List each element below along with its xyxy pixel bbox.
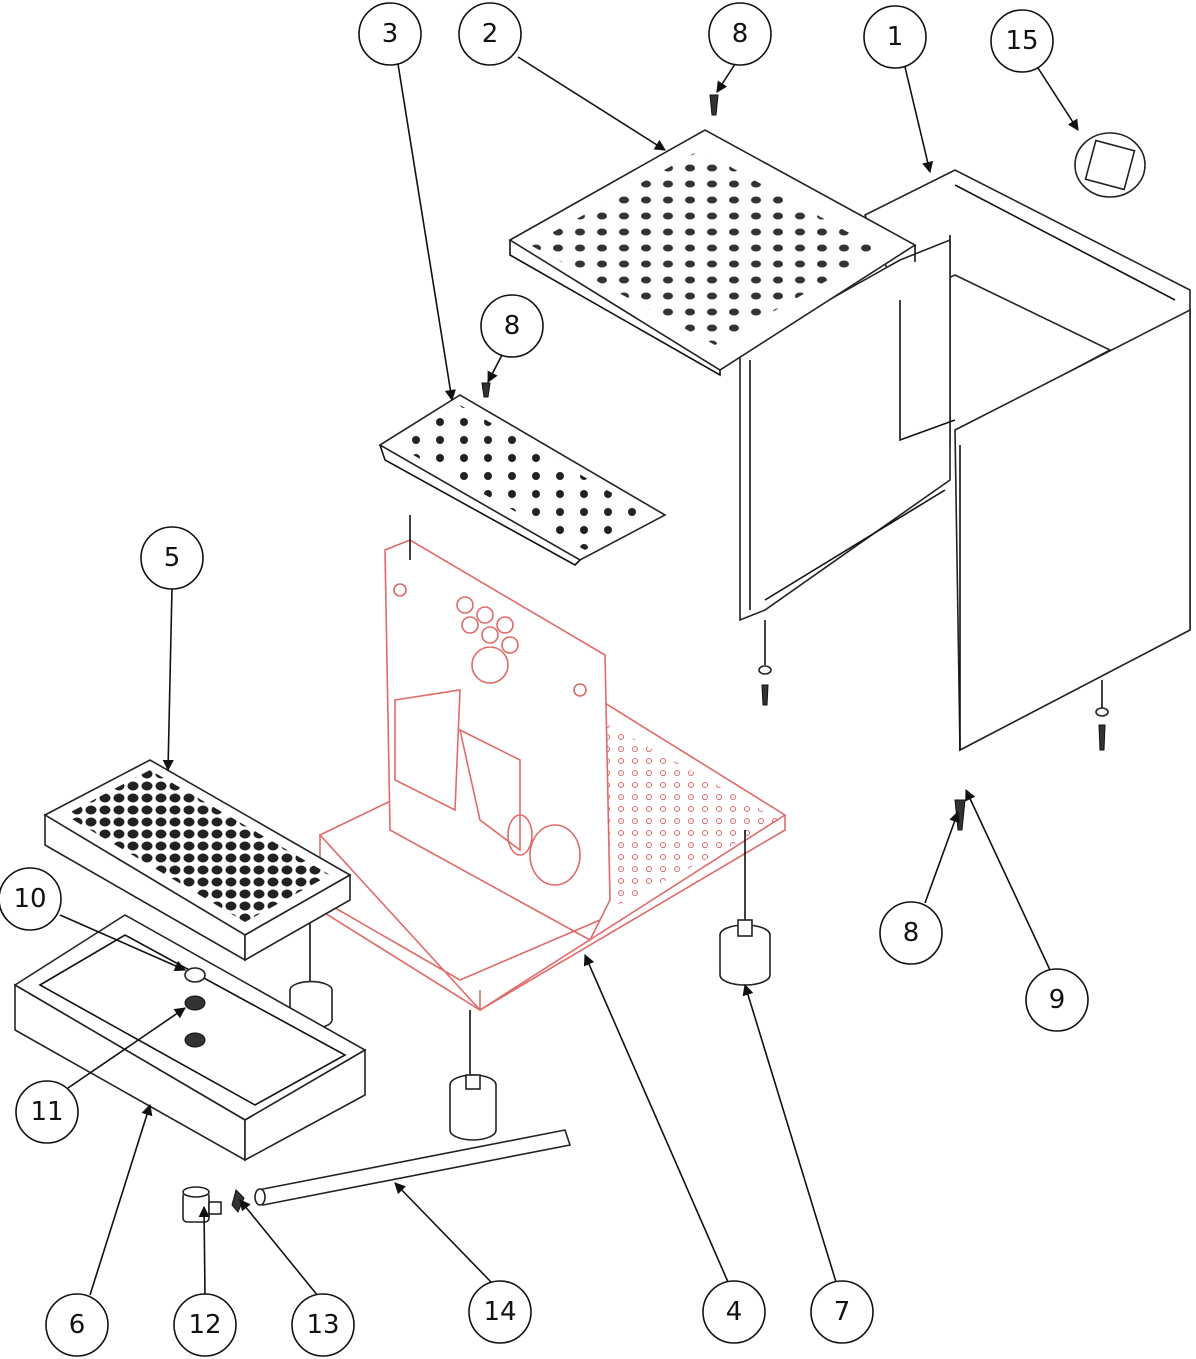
svg-text:3: 3 — [382, 19, 399, 49]
svg-text:6: 6 — [69, 1310, 86, 1340]
callout-5: 5 — [140, 526, 204, 590]
leader-lines — [59, 56, 1079, 1297]
callout-1: 1 — [863, 5, 927, 69]
svg-text:5: 5 — [164, 543, 181, 573]
svg-text:7: 7 — [834, 1297, 851, 1327]
svg-text:4: 4 — [726, 1297, 743, 1327]
part-top-cover — [508, 129, 917, 377]
callout-10: 10 — [0, 867, 62, 931]
callout-3: 3 — [358, 2, 422, 66]
callout-13: 13 — [291, 1293, 355, 1357]
callout-9: 9 — [1025, 968, 1089, 1032]
callout-8-bottom: 8 — [879, 901, 943, 965]
callout-8-middle: 8 — [480, 294, 544, 358]
part-grid-tray — [43, 759, 352, 962]
svg-text:8: 8 — [903, 918, 920, 948]
svg-text:11: 11 — [30, 1097, 63, 1127]
svg-text:1: 1 — [887, 22, 904, 52]
svg-text:8: 8 — [504, 311, 521, 341]
callout-4: 4 — [702, 1280, 766, 1344]
part-drain-fittings — [182, 1129, 572, 1223]
svg-text:15: 15 — [1005, 26, 1038, 56]
callout-11: 11 — [15, 1080, 79, 1144]
svg-text:10: 10 — [13, 884, 46, 914]
svg-text:2: 2 — [482, 19, 499, 49]
part-feet — [289, 515, 771, 1141]
callout-8-top: 8 — [708, 2, 772, 66]
callout-6: 6 — [45, 1293, 109, 1357]
part-housing — [739, 169, 1191, 752]
svg-text:12: 12 — [188, 1310, 221, 1340]
callout-14: 14 — [468, 1280, 532, 1344]
svg-text:13: 13 — [306, 1310, 339, 1340]
callout-7: 7 — [810, 1280, 874, 1344]
callout-15: 15 — [990, 9, 1054, 73]
svg-text:14: 14 — [483, 1297, 516, 1327]
part-drip-tray — [13, 914, 367, 1162]
svg-text:9: 9 — [1049, 985, 1066, 1015]
part-chassis — [318, 539, 787, 1012]
callout-2: 2 — [458, 2, 522, 66]
part-perforated-plate — [378, 394, 667, 566]
screws — [481, 94, 1109, 831]
svg-text:8: 8 — [732, 19, 749, 49]
callout-12: 12 — [173, 1293, 237, 1357]
